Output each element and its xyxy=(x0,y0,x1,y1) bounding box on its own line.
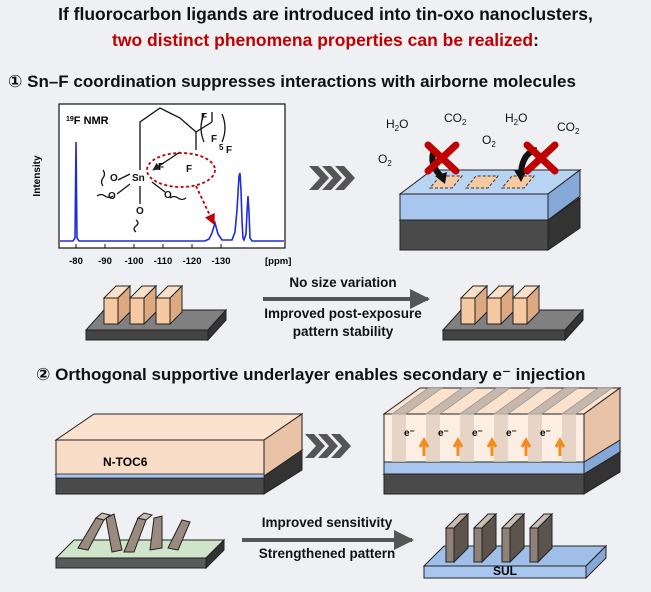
electron-label: e⁻ xyxy=(438,428,449,439)
nmr-ylabel: Intensity xyxy=(32,155,43,197)
nmr-spectrum-line xyxy=(60,141,284,243)
molecule-o2-2: O2 xyxy=(378,152,392,168)
molecule-h2o-1: H2O xyxy=(386,117,408,133)
sul-pattern xyxy=(422,512,608,580)
nmr-tick-label: -120 xyxy=(182,256,201,267)
nmr-tick-marks: -80 -90 -100 -110 -120 -130 xyxy=(69,244,231,267)
o-atom-right: O xyxy=(164,190,172,201)
annotation-no-size-variation: No size variation xyxy=(289,275,397,290)
section-1-heading: ① Sn–F coordination suppresses interacti… xyxy=(8,72,576,91)
sn-atom: Sn xyxy=(132,173,145,184)
title-tail: : xyxy=(533,30,539,50)
nmr-tick-label: -110 xyxy=(154,256,173,267)
annotation-improved-sensitivity: Improved sensitivity xyxy=(261,515,393,530)
chevrons-section-2 xyxy=(305,434,351,458)
electron-arrow xyxy=(418,436,430,456)
n-toc6-block xyxy=(54,413,304,495)
o-atom-bottom: O xyxy=(136,206,144,217)
stripe-front xyxy=(392,414,406,462)
peak-pointer-arrow xyxy=(195,185,215,225)
annotation-pattern-stability: pattern stability xyxy=(292,324,394,339)
nmr-tick-label: -80 xyxy=(69,256,83,267)
annotation-post-exposure: Improved post-exposure xyxy=(264,306,422,321)
resist-fin xyxy=(102,284,132,326)
pattern-fin xyxy=(444,512,470,564)
pattern-fin xyxy=(528,512,554,564)
stripe-front xyxy=(460,414,474,462)
f-atom-5: F xyxy=(226,145,232,156)
resist-fin xyxy=(511,284,541,326)
resist-fin xyxy=(459,284,489,326)
electron-arrow xyxy=(486,436,498,456)
sul-label: SUL xyxy=(493,564,517,578)
stripe-front xyxy=(562,414,576,462)
molecule-co2-2: CO2 xyxy=(557,120,580,136)
annotation-strengthened-pattern: Strengthened pattern xyxy=(258,546,396,561)
n-toc6-label: N-TOC6 xyxy=(103,455,148,469)
airborne-molecules: H2O CO2 O2 H2O CO2 O2 xyxy=(378,111,580,168)
f-atom-4: F xyxy=(211,134,217,145)
molecule-o2-1: O2 xyxy=(482,133,496,149)
electron-arrow xyxy=(554,436,566,456)
resist-fin xyxy=(128,284,158,326)
resist-fin xyxy=(154,284,184,326)
electron-label: e⁻ xyxy=(472,428,483,439)
electron-arrow xyxy=(452,436,464,456)
o-atom-left: O xyxy=(110,173,118,184)
o-atom-lower-left: O xyxy=(108,191,116,202)
molecule-h2o-2: H2O xyxy=(505,111,527,127)
nmr-plot-frame xyxy=(58,103,286,249)
title-highlight: two distinct phenomena properties can be… xyxy=(112,30,534,50)
nmr-tick-label: -100 xyxy=(124,256,143,267)
structure-labels: Sn O O O O F F F F F 5 xyxy=(108,112,232,217)
electron-label: e⁻ xyxy=(540,428,551,439)
sn-f-structure xyxy=(96,107,226,233)
block-x-icon-right xyxy=(523,141,559,175)
collapsed-pattern xyxy=(54,512,226,570)
electron-label: e⁻ xyxy=(404,428,415,439)
pattern-before xyxy=(84,284,228,342)
nmr-x-unit: [ppm] xyxy=(265,256,291,267)
sn-f-highlight-ellipse xyxy=(146,152,216,188)
electron-arrow xyxy=(520,436,532,456)
electron-label: e⁻ xyxy=(506,428,517,439)
f-atom-3: F xyxy=(201,112,207,123)
nmr-tick-label: -130 xyxy=(211,256,230,267)
pattern-fin xyxy=(472,512,498,564)
section-2-heading: ② Orthogonal supportive underlayer enabl… xyxy=(36,365,586,384)
f-atom-2: F xyxy=(186,164,192,175)
chevrons-section-1 xyxy=(309,166,355,190)
title-line-2: two distinct phenomena properties can be… xyxy=(0,30,651,51)
pattern-fin xyxy=(500,512,526,564)
pattern-after xyxy=(441,284,585,342)
stripe-front xyxy=(528,414,542,462)
nmr-tick-label: -90 xyxy=(98,256,112,267)
blocked-molecules-stack xyxy=(398,141,582,251)
f-atom-1: F xyxy=(158,162,164,173)
electron-injection-stack: e⁻ e⁻ e⁻ e⁻ e⁻ xyxy=(382,387,622,495)
molecule-co2-1: CO2 xyxy=(444,111,467,127)
title-line-1: If fluorocarbon ligands are introduced i… xyxy=(58,4,593,24)
chain-subscript: 5 xyxy=(219,143,224,152)
nmr-panel: 19F NMR Intensity -80 -90 -100 -110 -120 -130… xyxy=(32,103,291,267)
stripe-front xyxy=(494,414,508,462)
block-x-icon-left xyxy=(424,141,460,175)
stripe-front xyxy=(426,414,440,462)
nmr-label: 19F NMR xyxy=(66,115,109,127)
